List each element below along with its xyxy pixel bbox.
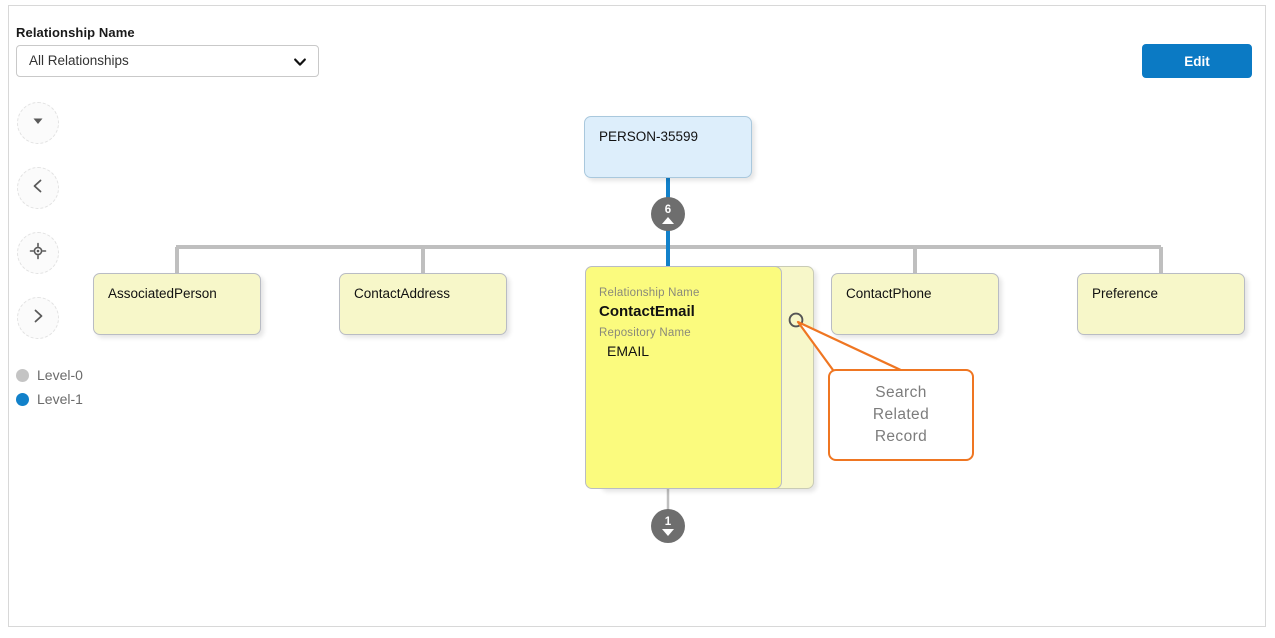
recenter-button[interactable] bbox=[17, 232, 59, 274]
callout-line-3: Record bbox=[874, 428, 928, 445]
callout-line-1: Search bbox=[875, 384, 927, 401]
legend-dot-level-1-icon bbox=[16, 392, 29, 406]
expand-children-badge[interactable]: 1 bbox=[651, 509, 685, 543]
node-preference[interactable]: Preference bbox=[1077, 273, 1245, 335]
legend-dot-level-0-icon bbox=[16, 368, 29, 382]
expand-parents-count: 6 bbox=[664, 203, 672, 216]
search-icon[interactable] bbox=[786, 310, 810, 334]
chevron-right-icon bbox=[29, 307, 47, 330]
chevron-down-icon bbox=[292, 54, 308, 70]
crosshair-icon bbox=[29, 242, 47, 265]
chevron-left-icon bbox=[29, 177, 47, 200]
callout-line-2: Related bbox=[872, 406, 930, 423]
edit-button[interactable]: Edit bbox=[1142, 44, 1252, 78]
relationship-name-select-value: All Relationships bbox=[29, 53, 129, 68]
node-contact-email-card[interactable]: Relationship Name ContactEmail Repositor… bbox=[585, 266, 782, 489]
relationship-name-value: ContactEmail bbox=[599, 303, 695, 320]
relationship-name-label: Relationship Name bbox=[599, 287, 700, 299]
legend-label-level-1: Level-1 bbox=[37, 391, 83, 407]
relationship-name-select[interactable]: All Relationships bbox=[16, 45, 319, 77]
node-label: Preference bbox=[1092, 286, 1159, 301]
callout-search-related-record: Search Related Record bbox=[828, 369, 974, 461]
repository-name-label: Repository Name bbox=[599, 327, 691, 339]
node-root-label: PERSON-35599 bbox=[599, 129, 699, 144]
node-associated-person[interactable]: AssociatedPerson bbox=[93, 273, 261, 335]
node-root-person[interactable]: PERSON-35599 bbox=[584, 116, 752, 178]
node-label: AssociatedPerson bbox=[108, 286, 217, 301]
legend: Level-0 Level-1 bbox=[16, 363, 83, 411]
expand-children-count: 1 bbox=[664, 515, 672, 528]
triangle-down-icon bbox=[30, 113, 46, 134]
legend-item-level-1: Level-1 bbox=[16, 387, 83, 411]
node-contact-phone[interactable]: ContactPhone bbox=[831, 273, 999, 335]
triangle-up-icon bbox=[662, 216, 674, 224]
node-contact-address[interactable]: ContactAddress bbox=[339, 273, 507, 335]
collapse-toggle-button[interactable] bbox=[17, 102, 59, 144]
legend-label-level-0: Level-0 bbox=[37, 367, 83, 383]
triangle-down-icon bbox=[662, 528, 674, 536]
filter-label: Relationship Name bbox=[16, 25, 135, 40]
node-label: ContactAddress bbox=[354, 286, 451, 301]
expand-parents-badge[interactable]: 6 bbox=[651, 197, 685, 231]
pan-left-button[interactable] bbox=[17, 167, 59, 209]
node-label: ContactPhone bbox=[846, 286, 932, 301]
legend-item-level-0: Level-0 bbox=[16, 363, 83, 387]
repository-name-value: EMAIL bbox=[607, 343, 650, 359]
pan-right-button[interactable] bbox=[17, 297, 59, 339]
